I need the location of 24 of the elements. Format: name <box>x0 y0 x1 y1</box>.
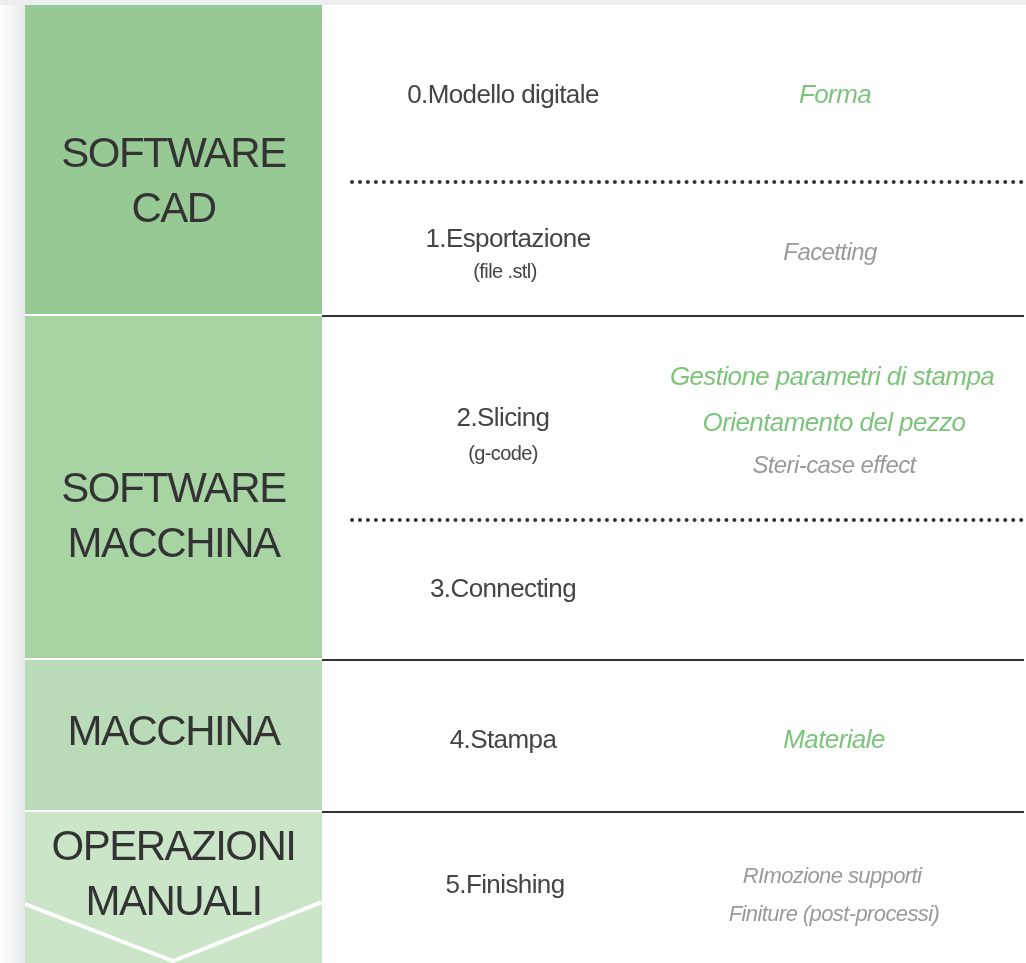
category-band <box>25 660 322 810</box>
note-text: Steri-case effect <box>752 451 916 479</box>
step-label: 5.Finishing <box>445 868 565 900</box>
step-label: 0.Modello digitale <box>407 78 599 110</box>
note-text: Orientamento del pezzo <box>702 406 966 438</box>
step-label: 4.Stampa <box>449 723 557 755</box>
step-label: 3.Connecting <box>430 572 576 604</box>
step-label: (file .stl) <box>473 259 537 283</box>
note-text: Materiale <box>783 723 885 755</box>
step-label: (g-code) <box>468 441 538 465</box>
note-text: Finiture (post-processi) <box>728 901 940 927</box>
note-text: Forma <box>798 78 872 110</box>
band-label: OPERAZIONI MANUALI <box>50 821 297 926</box>
note-text: Gestione parametri di stampa <box>669 360 995 392</box>
band-label: SOFTWARE CAD <box>60 128 287 233</box>
band-label: SOFTWARE MACCHINA <box>60 463 287 568</box>
step-label: 2.Slicing <box>456 401 550 433</box>
category-band <box>25 812 322 963</box>
category-band <box>25 316 322 658</box>
band-label: MACCHINA <box>66 706 282 756</box>
note-text: Facetting <box>783 238 877 266</box>
note-text: RImozione supporti <box>742 863 922 889</box>
category-band <box>25 5 322 314</box>
step-label: 1.Esportazione <box>425 222 591 254</box>
